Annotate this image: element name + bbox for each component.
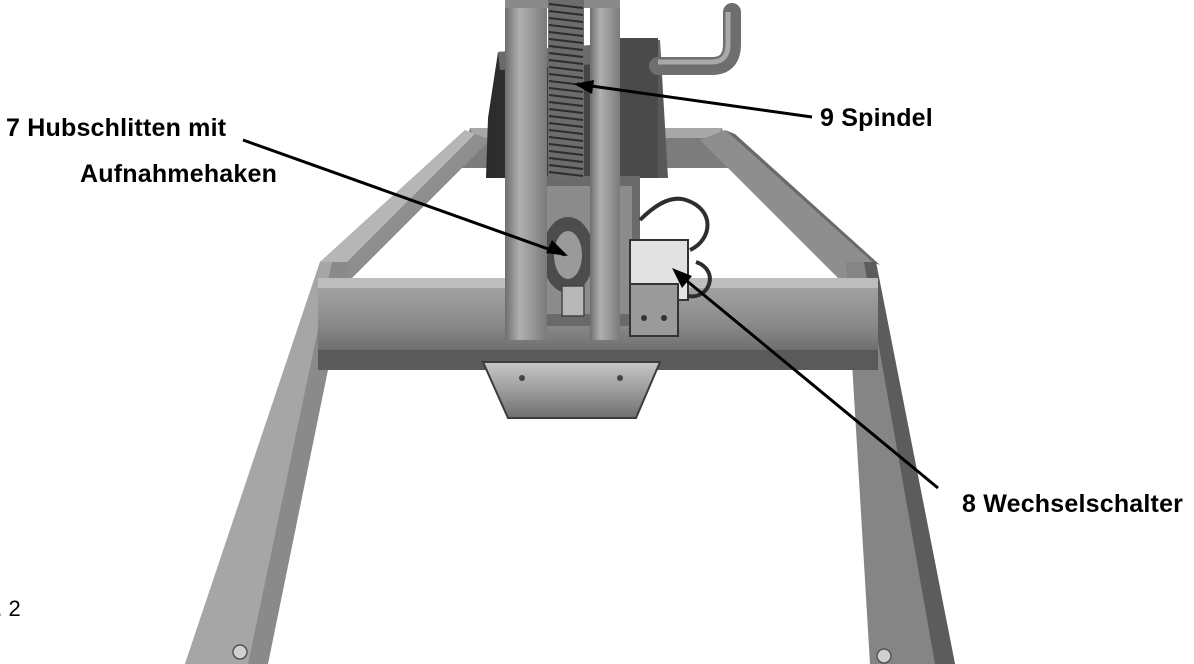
base-plate <box>481 361 662 419</box>
leader-wechselschalter <box>675 270 939 490</box>
spindle-thread <box>548 10 584 16</box>
spindle <box>548 0 584 180</box>
leader-spindel <box>576 82 813 119</box>
leader-lines <box>242 80 939 490</box>
spindle-thread <box>548 171 584 177</box>
callout-spindel: 9 Spindel <box>820 104 933 132</box>
spindle-thread <box>548 87 584 93</box>
spindle-thread <box>548 115 584 121</box>
spindle-thread <box>548 129 584 135</box>
spindle-thread <box>548 45 584 51</box>
spindle-thread <box>548 122 584 128</box>
figure-label: b. 2 <box>0 596 21 621</box>
spindle-thread <box>548 94 584 100</box>
spindle-thread <box>548 3 584 9</box>
spindle-thread <box>548 136 584 142</box>
spindle-thread <box>548 108 584 114</box>
spindle-thread <box>548 150 584 156</box>
spindle-thread <box>548 31 584 37</box>
spindle-thread <box>548 164 584 170</box>
toggle-switch <box>629 196 712 337</box>
callout-hubschlitten-line2: Aufnahmehaken <box>80 160 277 188</box>
spindle-thread <box>548 17 584 23</box>
spindle-thread <box>548 157 584 163</box>
arrowhead-wechselschalter <box>672 268 692 288</box>
spindle-thread <box>548 52 584 58</box>
callout-hubschlitten-line1: 7 Hubschlitten mit <box>6 114 227 142</box>
spindle-thread <box>548 24 584 30</box>
spindle-thread <box>548 38 584 44</box>
crank-handle <box>649 3 741 75</box>
spindle-thread <box>548 59 584 65</box>
spindle-thread <box>548 101 584 107</box>
arrowhead-hubschlitten <box>546 240 568 256</box>
arrowhead-spindel <box>574 80 594 94</box>
diagonal-frame-arms <box>320 130 880 285</box>
spindle-thread <box>548 66 584 72</box>
leader-hubschlitten <box>242 138 566 257</box>
callout-wechselschalter: 8 Wechselschalter <box>962 490 1183 518</box>
spindle-thread <box>548 143 584 149</box>
spindle-thread <box>548 73 584 79</box>
